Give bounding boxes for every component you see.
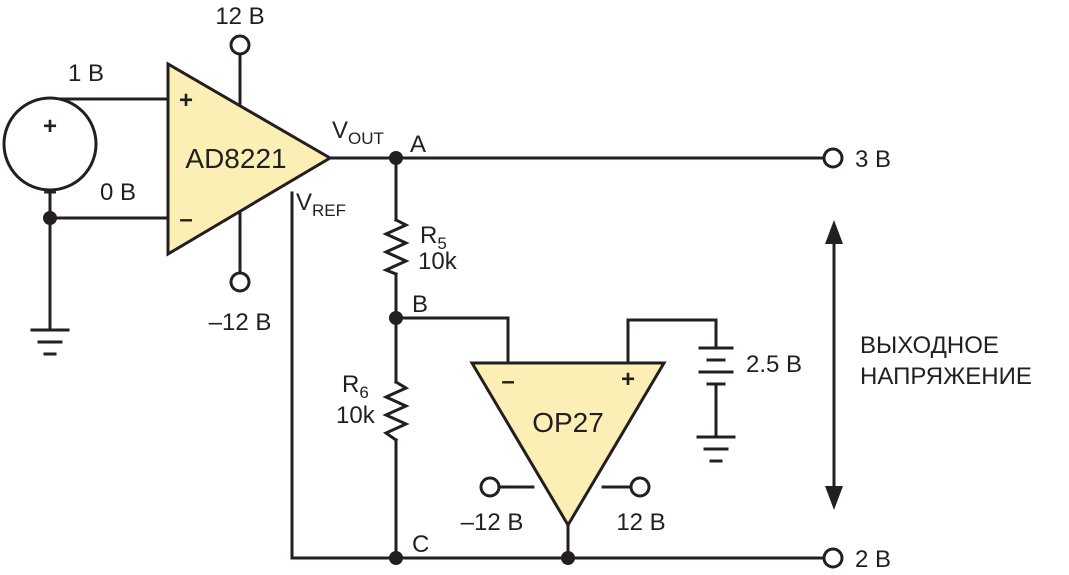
resistor-r5	[382, 217, 410, 276]
r6-designator: R6	[342, 371, 369, 402]
source-plus-sign: +	[43, 113, 57, 140]
output-voltage-label-line2: НАПРЯЖЕНИЕ	[860, 363, 1032, 390]
junction-dot-c	[389, 551, 403, 565]
r5-designator: R5	[420, 222, 447, 253]
terminal-ad8221-vplus	[229, 34, 251, 56]
op27-amplifier: OP27 – +	[469, 361, 667, 528]
voltage-source: + –	[2, 96, 98, 205]
ad8221-amplifier: AD8221 + –	[166, 61, 333, 257]
junction-dot-a	[389, 151, 403, 165]
junction-dot-source	[43, 211, 57, 225]
input-high-label: 1 В	[68, 60, 104, 87]
r5-value: 10k	[418, 248, 458, 275]
battery-voltage-label: 2.5 В	[746, 351, 802, 378]
op27-vplus-label: 12 В	[616, 509, 665, 536]
junction-dot-op27-out	[561, 551, 575, 565]
source-minus-sign: –	[43, 178, 56, 205]
output-top-label: 3 В	[855, 146, 891, 173]
node-c-label: C	[412, 531, 429, 558]
ground-symbol-battery	[696, 435, 736, 463]
wires	[48, 53, 826, 560]
op27-minus-sign: –	[501, 368, 514, 395]
output-voltage-arrow	[825, 220, 843, 510]
input-low-label: 0 В	[100, 179, 136, 206]
vref-label: VREF	[296, 189, 346, 220]
wire-vref-to-c	[290, 191, 826, 560]
ad8221-plus-sign: +	[179, 87, 193, 114]
ad8221-vminus-label: –12 В	[209, 309, 272, 336]
r6-value: 10k	[336, 402, 376, 429]
node-a-label: A	[410, 131, 426, 158]
ad8221-label: AD8221	[185, 143, 286, 174]
wire-op27-plus-to-battery	[626, 318, 718, 365]
terminal-ad8221-vminus	[229, 271, 251, 293]
output-bottom-label: 2 В	[855, 546, 891, 573]
ad8221-vplus-label: 12 В	[215, 3, 264, 30]
vout-label: VOUT	[332, 117, 384, 148]
op27-plus-sign: +	[621, 366, 635, 393]
node-b-label: B	[412, 291, 428, 318]
terminal-op27-vplus	[629, 476, 651, 498]
terminal-op27-vminus	[479, 476, 501, 498]
op27-label: OP27	[532, 407, 604, 438]
ground-symbol-left	[30, 328, 70, 356]
op27-vminus-label: –12 В	[461, 509, 524, 536]
battery-symbol	[698, 346, 734, 386]
terminal-output-bottom	[822, 547, 844, 569]
resistor-r6	[382, 379, 410, 443]
output-voltage-label-line1: ВЫХОДНОЕ	[860, 332, 999, 359]
wire-b-to-op27-minus	[394, 316, 510, 365]
terminal-output-top	[822, 147, 844, 169]
junction-dot-b	[389, 311, 403, 325]
ad8221-minus-sign: –	[179, 206, 192, 233]
